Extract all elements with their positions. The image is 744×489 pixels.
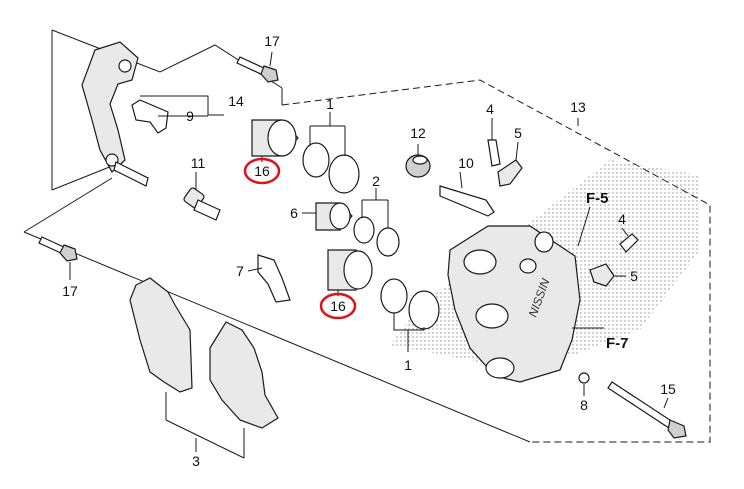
callout-10: 10 (458, 155, 474, 171)
callout-labels: 17 14 9 1 16 11 6 2 7 16 1 3 17 12 10 4 … (62, 33, 676, 469)
seal-ring-2b (376, 227, 400, 257)
brake-pad-left (129, 277, 193, 393)
callout-11: 11 (191, 155, 206, 171)
piston-part-small (315, 202, 353, 231)
callout-1-lower: 1 (404, 357, 412, 373)
callout-14: 14 (228, 93, 244, 109)
reference-f5: F-5 (586, 190, 609, 207)
highlight-ring-16-lower (319, 292, 357, 320)
callout-6: 6 (290, 205, 298, 221)
highlight-ring-16-upper (243, 157, 281, 185)
frame-lower-left (23, 177, 113, 233)
callout-16-upper: 16 (254, 163, 270, 179)
callout-15: 15 (660, 381, 676, 397)
pad-retainer-part (257, 254, 291, 303)
callout-4-right: 4 (618, 211, 626, 227)
bracket-pin (113, 161, 149, 187)
callout-7: 7 (236, 263, 244, 279)
bolt-17-bottom (38, 236, 78, 262)
callout-16-lower: 16 (330, 298, 346, 314)
seal-ring-1a (302, 142, 330, 178)
frame-diagonal (23, 231, 531, 443)
bracket-body (81, 41, 139, 173)
seal-ring-1b (328, 154, 360, 194)
bolt-17-top (236, 56, 279, 83)
callout-5-upper: 5 (514, 125, 522, 141)
frame-caliper-dashed (281, 79, 711, 443)
callout-4-upper: 4 (486, 101, 494, 117)
callout-17-top: 17 (264, 33, 280, 49)
seal-ring-2a (353, 216, 375, 244)
bleeder-part-upper (487, 139, 501, 167)
frame-left-return (51, 165, 113, 191)
callout-9: 9 (186, 108, 194, 124)
seal-ring-1c (380, 278, 408, 314)
brake-pads (129, 277, 279, 429)
bracket-hole-top (118, 59, 132, 73)
seal-ring-1d (408, 290, 440, 330)
callout-2: 2 (372, 173, 380, 189)
washer-part (578, 372, 590, 384)
callout-1-upper: 1 (326, 96, 334, 112)
callout-8: 8 (580, 397, 588, 413)
callout-17-bottom: 17 (62, 283, 78, 299)
bleeder-part-right (619, 233, 639, 253)
leader-lines (69, 51, 669, 459)
caliper-bracket (81, 41, 149, 187)
bleeder-cap-upper (497, 159, 523, 187)
bleeder-cap-right (589, 263, 615, 287)
callout-12: 12 (410, 125, 426, 141)
callout-5-right: 5 (630, 268, 638, 284)
callout-13: 13 (570, 99, 586, 115)
reference-f7: F-7 (606, 335, 629, 352)
bracket-hole-bottom (105, 153, 119, 167)
pad-spring-part (131, 99, 169, 134)
slide-pin-part (183, 187, 221, 221)
dust-cap-part (405, 154, 431, 178)
caliper-body: NISSIN (447, 225, 581, 383)
piston-part-upper (251, 119, 299, 157)
pin-part (439, 185, 495, 217)
brake-pad-right (209, 321, 279, 429)
callout-3: 3 (192, 453, 200, 469)
bolt-part-long (607, 381, 687, 439)
piston-part-lower (327, 249, 373, 291)
